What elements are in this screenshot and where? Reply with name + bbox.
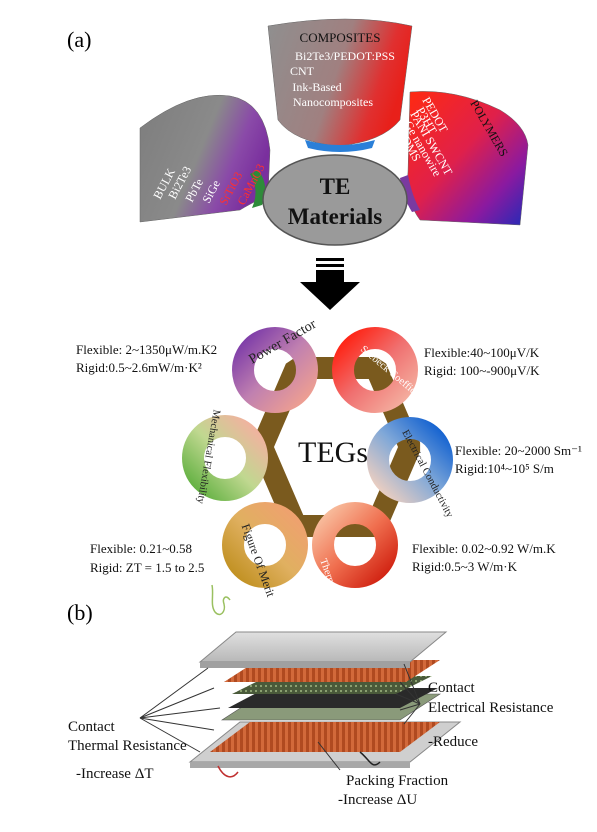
ring-flexibility [182, 415, 268, 501]
contact-electrical-label: Contact [428, 680, 475, 696]
polymers-segment: POLYMERS PEDOT P3HT PANI SWCNT Ge nanowi… [395, 91, 529, 226]
center-title: Materials [288, 204, 383, 229]
note-electrical-flex: Flexible: 20~2000 Sm⁻¹ [455, 443, 582, 458]
center-title: TE [320, 174, 351, 199]
composites-item: Nanocomposites [293, 95, 373, 109]
ring-thermal [312, 502, 398, 588]
decorative-wire [211, 584, 231, 616]
increase-du-label: -Increase ΔU [338, 792, 417, 808]
note-merit-rigid: Rigid: ZT = 1.5 to 2.5 [90, 560, 204, 575]
ring-power-factor [232, 327, 318, 413]
packing-fraction-label: Packing Fraction [346, 773, 449, 789]
note-thermal-rigid: Rigid:0.5~3 W/m·K [412, 559, 518, 574]
note-seebeck-flex: Flexible:40~100μV/K [424, 345, 540, 360]
tegs-center-label: TEGs [298, 436, 368, 469]
down-arrow-icon [300, 258, 360, 310]
note-electrical-rigid: Rigid:10⁴~10⁵ S/m [455, 461, 554, 476]
contact-thermal-label: Contact [68, 719, 115, 735]
bulk-segment: BULK Bi2Te3 PbTe SiGe SrTiO3 CaMnO3 [139, 95, 271, 223]
panel-a-label: (a) [67, 27, 91, 52]
contact-electrical-label: Electrical Resistance [428, 700, 554, 716]
composites-item: CNT [290, 64, 315, 78]
ring-merit [222, 502, 308, 588]
composites-title: COMPOSITES [300, 30, 381, 45]
increase-dt-label: -Increase ΔT [76, 766, 154, 782]
note-merit-flex: Flexible: 0.21~0.58 [90, 541, 192, 556]
note-thermal-flex: Flexible: 0.02~0.92 W/m.K [412, 541, 556, 556]
note-power-factor-flex: Flexible: 2~1350μW/m.K2 [76, 342, 217, 357]
composites-segment: COMPOSITES Bi2Te3/PEDOT:PSS CNT Ink-Base… [267, 18, 413, 152]
teg-stack [139, 631, 462, 778]
composites-item: Ink-Based [292, 80, 341, 94]
reduce-label: -Reduce [428, 734, 478, 750]
composites-item: Bi2Te3/PEDOT:PSS [295, 49, 395, 63]
contact-thermal-label: Thermal Resistance [68, 738, 187, 754]
te-materials-center: TE Materials [262, 154, 408, 246]
panel-b-label: (b) [67, 600, 93, 625]
ring-seebeck [332, 327, 418, 413]
note-seebeck-rigid: Rigid: 100~-900μV/K [424, 363, 540, 378]
note-power-factor-rigid: Rigid:0.5~2.6mW/m·K² [76, 360, 202, 375]
ring-electrical [367, 417, 453, 503]
